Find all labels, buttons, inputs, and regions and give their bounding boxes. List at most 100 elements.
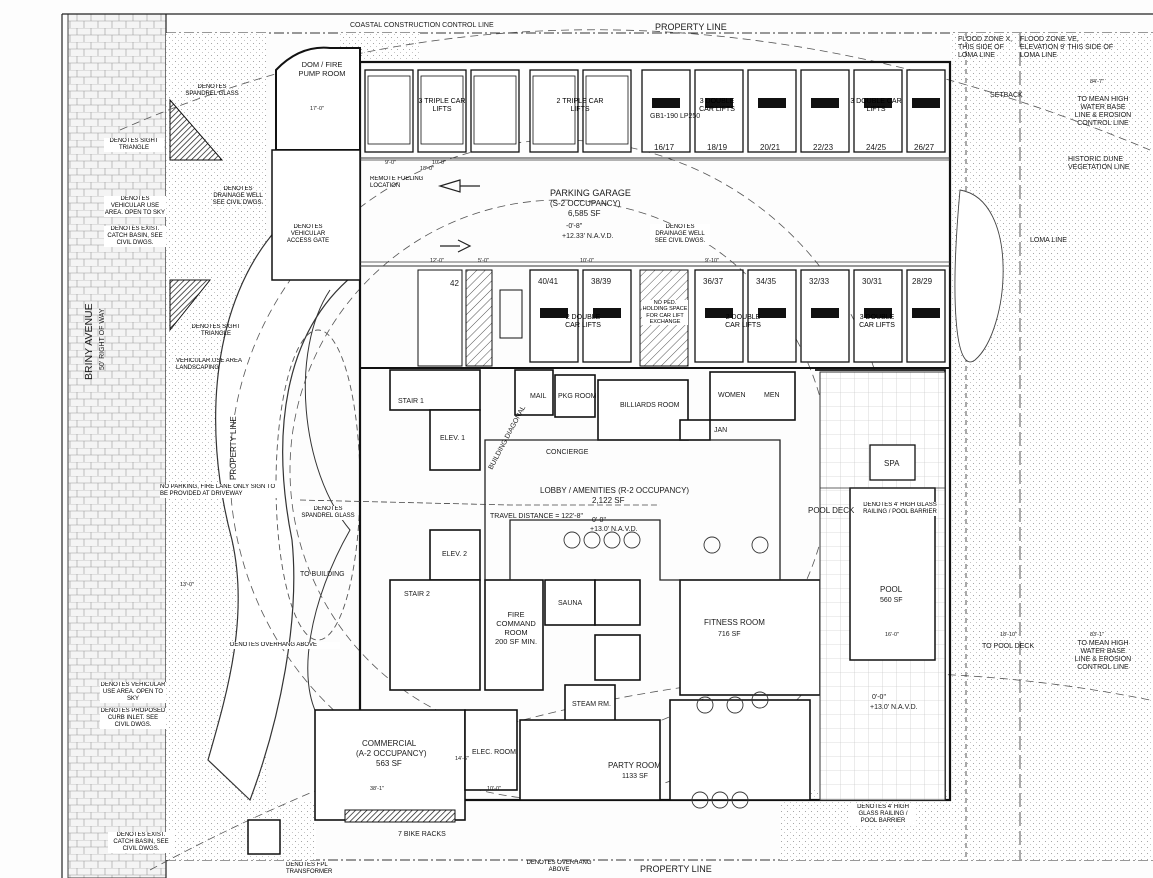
property-line-left: PROPERTY LINE — [229, 416, 238, 480]
note-glass-railing-2: DENOTES 4' HIGH GLASS RAILING / POOL BAR… — [850, 804, 916, 825]
steam-room-label: STEAM RM. — [572, 701, 611, 708]
note-catch-basin-2: DENOTES EXIST. CATCH BASIN, SEE CIVIL DW… — [108, 832, 174, 853]
flood-zone-ve: FLOOD ZONE VE, ELEVATION 9' THIS SIDE OF… — [1020, 36, 1114, 60]
pkg-room-label: PKG ROOM — [558, 393, 597, 400]
parking-space-42: 42 — [450, 279, 459, 288]
note-overhang-above: DENOTES OVERHANG ABOVE — [230, 642, 340, 649]
parking-garage-occupancy: (S-2 OCCUPANCY) — [550, 199, 621, 208]
dimension-d9: 83'-1" — [1090, 632, 1104, 638]
loma-line: LOMA LINE — [1030, 237, 1067, 244]
setback-label: SETBACK — [990, 92, 1023, 99]
sight-triangle-top — [169, 98, 224, 161]
commercial-area: 563 SF — [376, 759, 402, 768]
note-fpl-transformer: DENOTES FPL TRANSFORMER — [286, 862, 333, 875]
lift-model-tag: GB1-190 LP250 — [650, 113, 700, 120]
pool-deck-elev: +13.0' N.A.V.D. — [870, 704, 918, 711]
parking-space-bottom-2: 36/37 — [703, 277, 724, 286]
note-bike-racks: 7 BIKE RACKS — [398, 831, 446, 838]
fire-command-area: 200 SF MIN. — [494, 637, 538, 646]
note-sight-triangle-1: DENOTES SIGHT TRIANGLE — [104, 138, 164, 152]
commercial-label: COMMERCIAL — [362, 739, 417, 748]
note-curb-inlet: DENOTES PROPOSED CURB INLET. SEE CIVIL D… — [100, 708, 166, 729]
note-travel-distance: TRAVEL DISTANCE = 122'-8" — [490, 513, 583, 520]
lobby-area: 2,122 SF — [592, 496, 625, 505]
note-drainage-well-2: DENOTES DRAINAGE WELL SEE CIVIL DWGS. — [650, 224, 710, 245]
note-vehicular-landscaping: VEHICULAR USE AREA LANDSCAPING — [176, 358, 242, 371]
historic-dune-line: HISTORIC DUNE VEGETATION LINE — [1068, 156, 1130, 172]
spa-label: SPA — [884, 459, 900, 468]
to-pool-deck: TO POOL DECK — [982, 643, 1034, 650]
parking-space-top-3: 22/23 — [813, 143, 834, 152]
parking-space-bottom-6: 28/29 — [912, 277, 933, 286]
parking-space-top-5: 26/27 — [914, 143, 935, 152]
driveway — [207, 229, 362, 802]
spa-basin — [869, 444, 916, 481]
note-drainage-well-1: DENOTES DRAINAGE WELL SEE CIVIL DWGS. — [212, 186, 264, 206]
parking-space-top-0: 16/17 — [654, 143, 675, 152]
pool-deck-level: 0'-0" — [872, 694, 886, 701]
sight-triangle-bottom — [169, 279, 212, 332]
lifts-double-c: 2 DOUBLE CAR LIFTS — [565, 314, 601, 330]
note-overhang-above-2: DENOTES OVERHANG ABOVE — [526, 860, 592, 873]
lobby-level: 0'-0" — [592, 517, 606, 524]
dimension-d2: 10'-0" — [432, 160, 446, 166]
street-right-of-way: 50' RIGHT OF WAY — [99, 308, 106, 370]
dimension-d4: 5'-0" — [478, 258, 489, 264]
pool-area: 560 SF — [880, 597, 903, 604]
parking-lifts-top — [364, 69, 946, 153]
dimension-d10: 84'-7" — [1090, 79, 1104, 85]
note-vehicular-open-to-sky: DENOTES VEHICULAR USE AREA. OPEN TO SKY — [104, 196, 166, 217]
sauna-label: SAUNA — [558, 600, 582, 607]
parking-space-numbers-bottom: 40/41 38/39 36/37 34/35 32/33 30/31 28/29 — [538, 277, 933, 286]
pool-label: POOL — [880, 585, 903, 594]
stair-2-label: STAIR 2 — [404, 591, 430, 598]
note-vehicular-open-to-sky-2: DENOTES VEHICULAR USE AREA. OPEN TO SKY — [100, 682, 166, 703]
lifts-double-b: 3 DOUBLE CAR LIFTS — [850, 98, 902, 114]
parking-space-bottom-3: 34/35 — [756, 277, 777, 286]
dimension-d11: 18'-0" — [420, 166, 434, 172]
flood-zone-x: FLOOD ZONE X, THIS SIDE OF LOMA LINE — [958, 36, 1013, 60]
parking-garage-area: 6,585 SF — [568, 209, 601, 218]
lifts-double-a: 3 DOUBLE CAR LIFTS — [699, 98, 735, 114]
dimension-d14: 17'-0" — [310, 106, 324, 112]
property-line-bottom: PROPERTY LINE — [640, 864, 712, 874]
parking-garage-level: -0'-8" — [566, 223, 583, 230]
property-line-top: PROPERTY LINE — [655, 22, 727, 32]
fitness-room-label: FITNESS ROOM — [704, 618, 765, 627]
lobby-elev: +13.0' N.A.V.D. — [590, 526, 638, 533]
note-spandrel-glass: DENOTES SPANDREL GLASS — [185, 84, 239, 97]
dimension-d6: 10'-0" — [580, 258, 594, 264]
parking-space-top-2: 20/21 — [760, 143, 781, 152]
stair-1-label: STAIR 1 — [398, 398, 424, 405]
dimension-d12: 38'-1" — [370, 786, 384, 792]
lifts-double-d: 2 DOUBLE CAR LIFTS — [725, 314, 761, 330]
parking-space-top-1: 18/19 — [707, 143, 728, 152]
elec-room-label: ELEC. ROOM — [472, 749, 516, 756]
briny-avenue-paving — [67, 13, 167, 878]
dimension-d1: 9'-0" — [385, 160, 396, 166]
dimension-d3: 12'-0" — [430, 258, 444, 264]
parking-garage-elev: +12.33' N.A.V.D. — [562, 233, 614, 240]
women-restroom-label: WOMEN — [718, 392, 746, 399]
elev-2-label: ELEV. 2 — [442, 551, 467, 558]
note-sight-triangle-2: DENOTES SIGHT TRIANGLE — [191, 324, 241, 337]
parking-space-bottom-4: 32/33 — [809, 277, 830, 286]
dimension-d8: 18'-10" — [1000, 632, 1017, 638]
party-room-area: 1133 SF — [622, 773, 648, 780]
lifts-triple-b: 2 TRIPLE CAR LIFTS — [556, 98, 604, 114]
lobby-title: LOBBY / AMENITIES (R-2 OCCUPANCY) — [540, 486, 689, 495]
dimension-d16: 10'-0" — [487, 786, 501, 792]
mean-high-water-top: TO MEAN HIGH WATER BASE LINE & EROSION C… — [1074, 96, 1132, 128]
lifts-double-e: 3 DOUBLE CAR LIFTS — [859, 314, 895, 330]
parking-space-bottom-5: 30/31 — [862, 277, 883, 286]
dimension-d5: 9'-10" — [705, 258, 719, 264]
mail-room-label: MAIL — [530, 393, 546, 400]
parking-space-bottom-1: 38/39 — [591, 277, 612, 286]
note-catch-basin: DENOTES EXIST. CATCH BASIN, SEE CIVIL DW… — [104, 226, 166, 247]
note-spandrel-glass-mid: DENOTES SPANDREL GLASS — [300, 506, 356, 520]
parking-space-bottom-0: 40/41 — [538, 277, 559, 286]
billiards-room-label: BILLIARDS ROOM — [620, 402, 680, 409]
concierge-label: CONCIERGE — [546, 449, 589, 456]
